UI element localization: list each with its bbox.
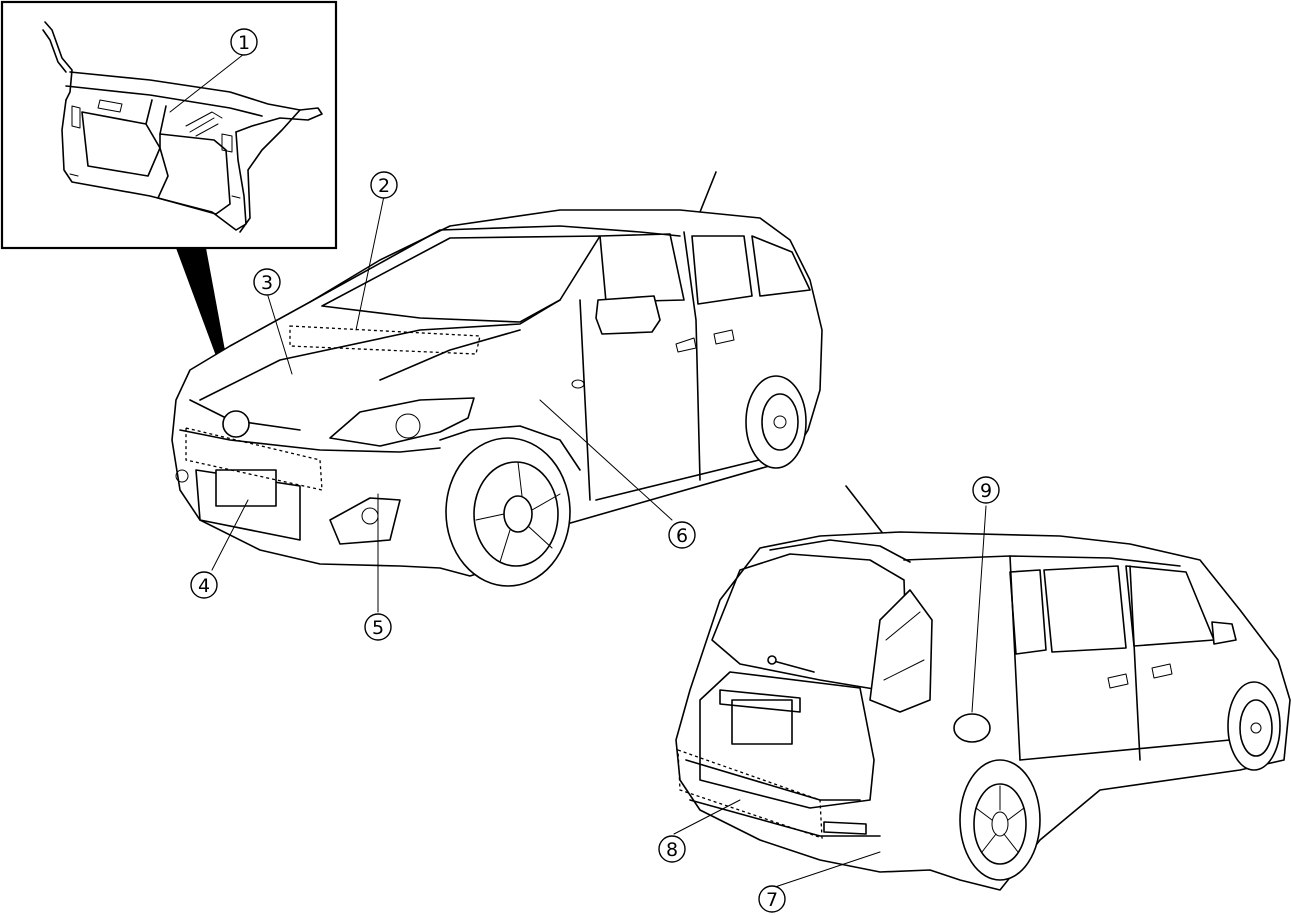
callout-6: 6: [668, 521, 696, 549]
callout-4: 4: [190, 571, 218, 599]
callout-8-label: 8: [666, 839, 678, 861]
leader-lines: [169, 53, 987, 889]
callout-7: 7: [758, 885, 786, 913]
callout-9: 9: [972, 476, 1000, 504]
callout-5: 5: [364, 613, 392, 641]
callout-9-label: 9: [980, 480, 992, 502]
front-vehicle: [171, 171, 823, 587]
callout-8: 8: [658, 835, 686, 863]
callout-6-label: 6: [676, 525, 688, 547]
rear-vehicle: [675, 485, 1291, 891]
inset-detail-frame: [0, 0, 338, 250]
callout-4-label: 4: [198, 575, 210, 597]
callout-3: 3: [253, 268, 281, 296]
callout-2: 2: [370, 171, 398, 199]
callout-1: 1: [230, 28, 258, 56]
callout-2-label: 2: [378, 175, 390, 197]
callout-7-label: 7: [766, 889, 778, 911]
radiator-support-part: [42, 21, 323, 233]
callout-5-label: 5: [372, 617, 384, 639]
callout-1-label: 1: [238, 32, 250, 54]
callout-3-label: 3: [261, 272, 273, 294]
